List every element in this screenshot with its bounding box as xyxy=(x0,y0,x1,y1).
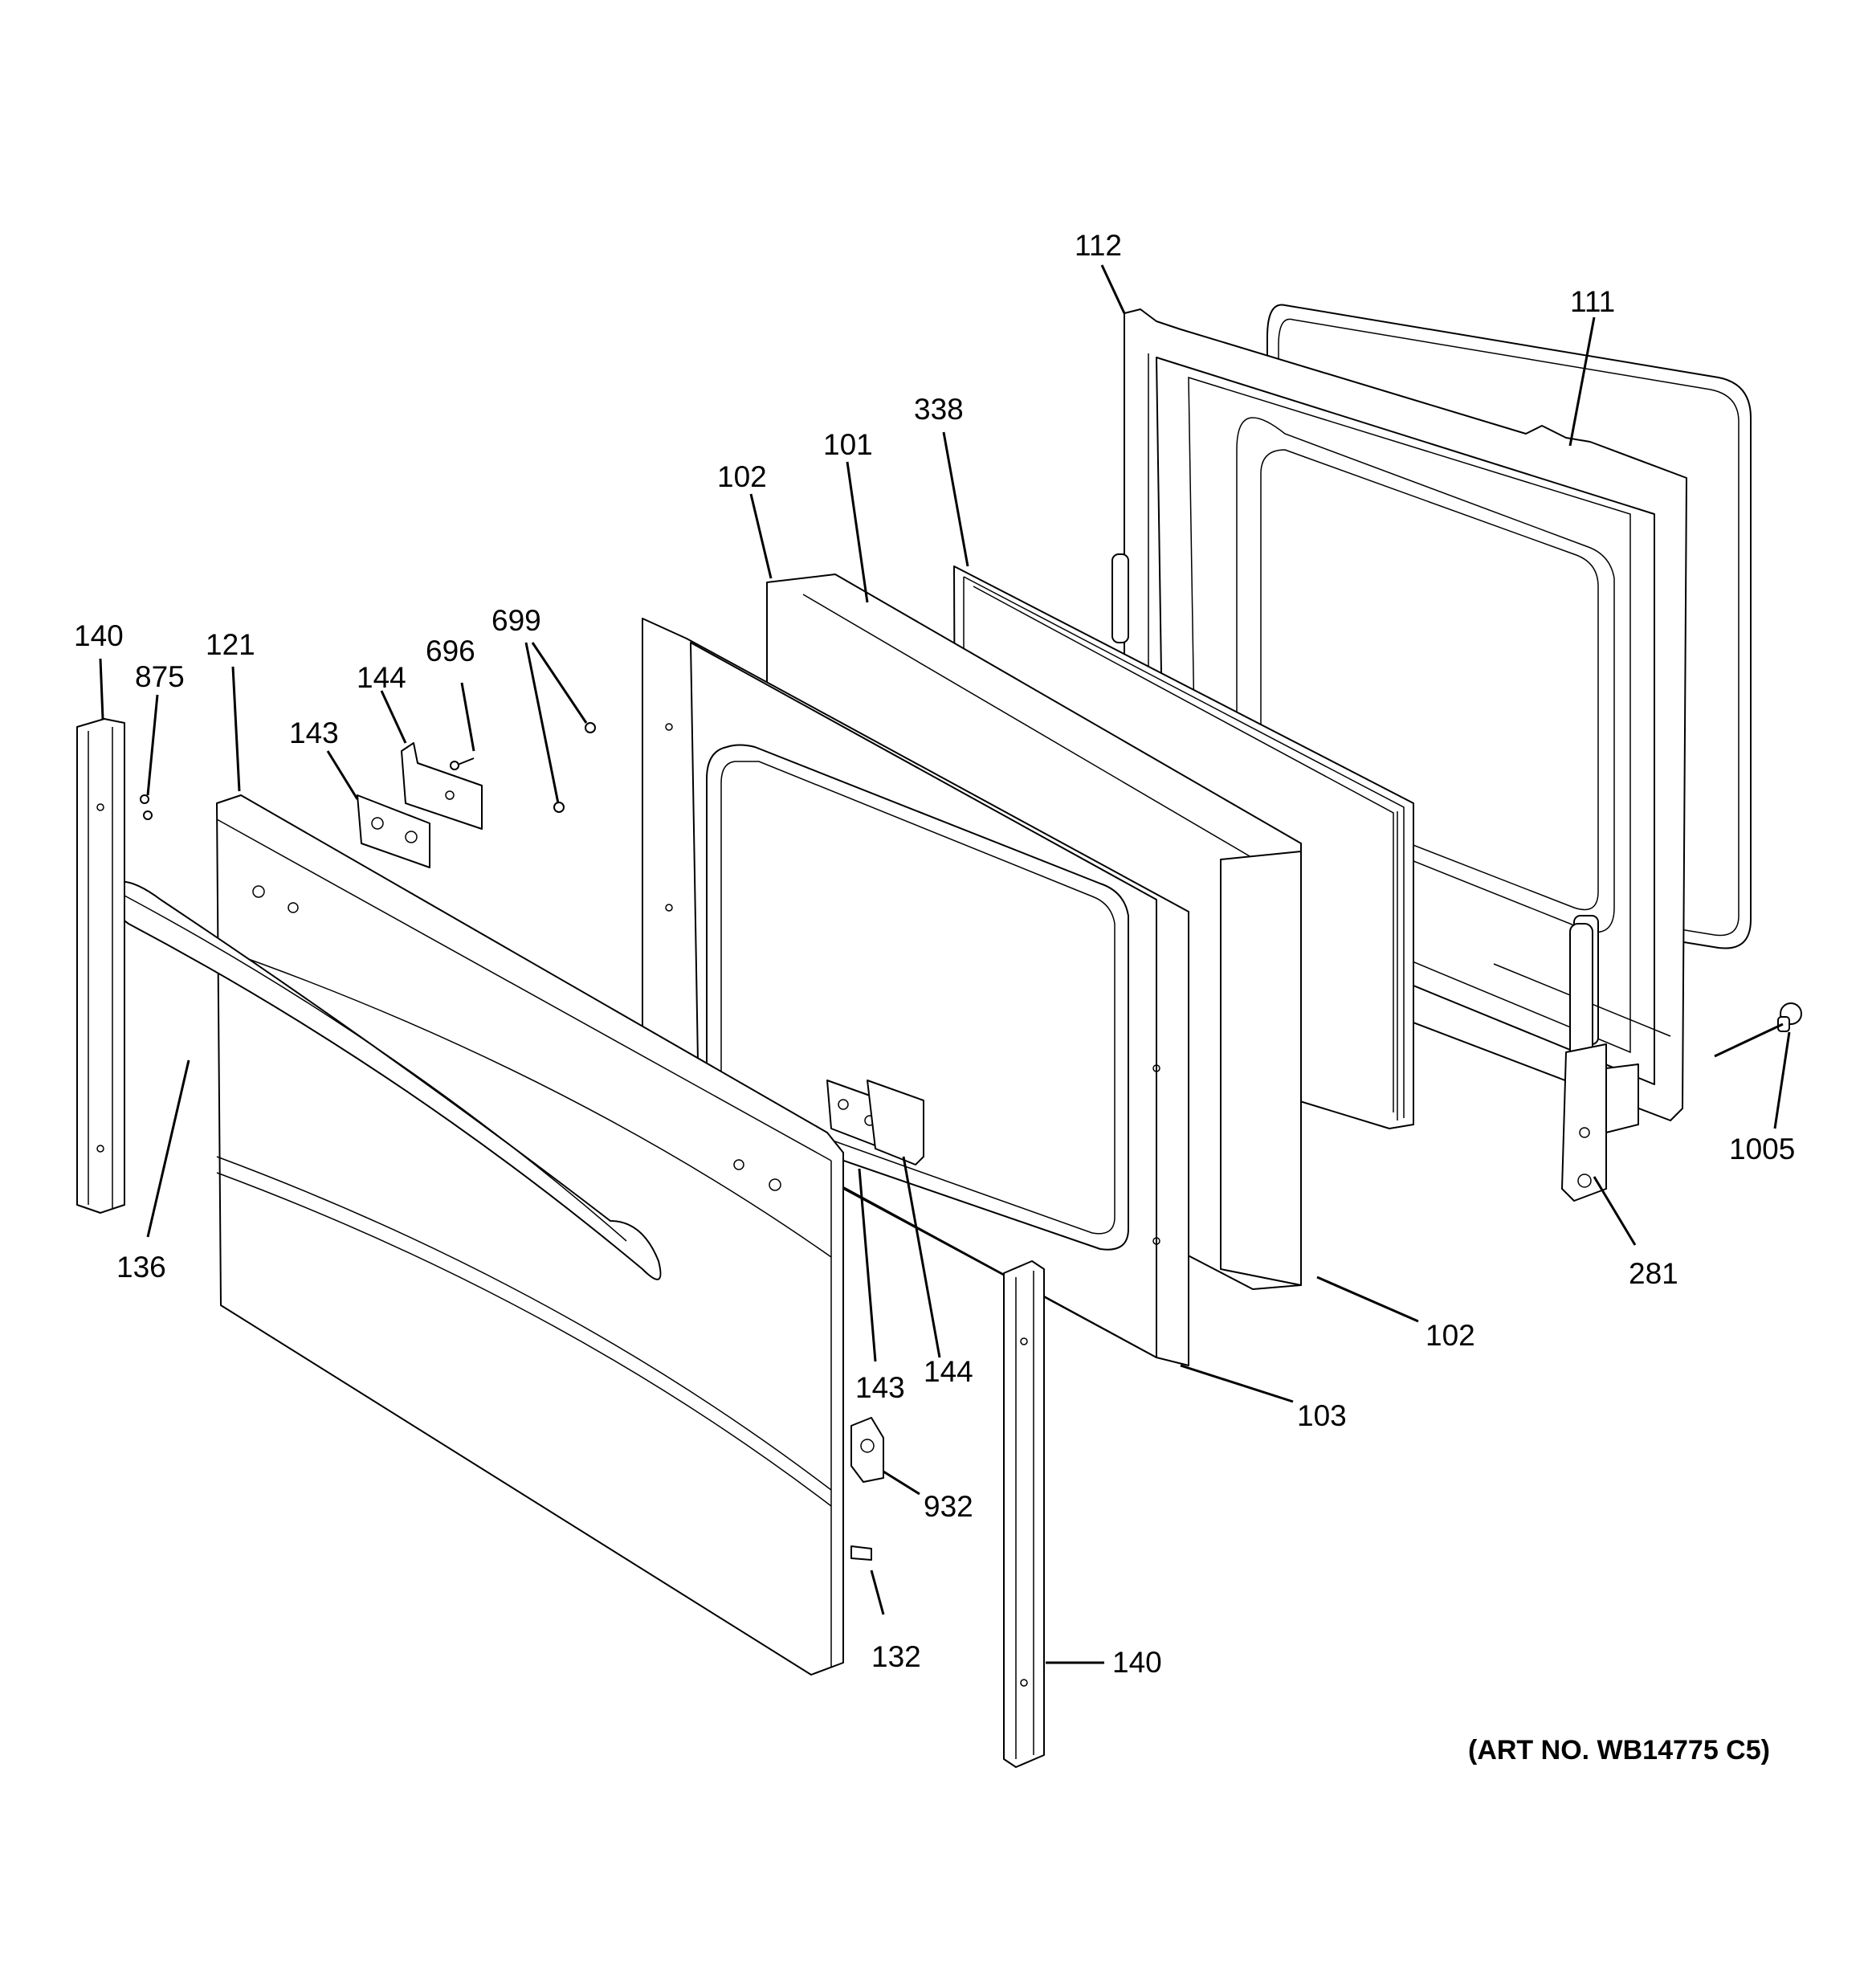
callout-143-bottom: 143 xyxy=(855,1371,905,1404)
callout-1005: 1005 xyxy=(1729,1133,1795,1165)
callout-102-bottom: 102 xyxy=(1425,1319,1475,1352)
callout-101: 101 xyxy=(823,428,873,461)
bracket-144-bottom xyxy=(867,1080,924,1165)
callout-140-bottom: 140 xyxy=(1112,1646,1162,1679)
callout-696: 696 xyxy=(426,635,475,667)
screw-699-upper xyxy=(585,722,596,733)
callout-136: 136 xyxy=(116,1251,166,1284)
screw-875-upper xyxy=(140,794,149,804)
callout-102-top: 102 xyxy=(717,460,767,493)
leader-lines xyxy=(99,264,1791,1664)
callout-699: 699 xyxy=(491,604,541,637)
callout-132: 132 xyxy=(871,1640,921,1673)
callout-932: 932 xyxy=(924,1490,973,1523)
callout-875: 875 xyxy=(135,660,185,693)
screw-696 xyxy=(450,757,475,770)
inner-door-panel-103 xyxy=(642,618,1189,1366)
callout-121: 121 xyxy=(206,628,255,661)
callout-103: 103 xyxy=(1297,1399,1347,1432)
art-number: (ART NO. WB14775 C5) xyxy=(1468,1735,1770,1766)
callout-labels: 112 111 338 101 102 699 696 144 143 140 … xyxy=(74,229,1795,1679)
callout-143-top: 143 xyxy=(289,716,339,749)
side-trim-140-left xyxy=(76,718,125,1214)
callout-338: 338 xyxy=(914,393,964,426)
callout-144-top: 144 xyxy=(357,661,406,694)
hinge-281 xyxy=(1561,923,1639,1202)
outer-door-panel-121 xyxy=(216,794,844,1676)
bracket-143-top xyxy=(357,794,430,868)
callout-112: 112 xyxy=(1075,229,1122,262)
callout-111: 111 xyxy=(1570,285,1615,318)
bracket-144-top xyxy=(401,742,483,830)
screw-1005 xyxy=(1777,1002,1802,1032)
label-132 xyxy=(850,1545,872,1561)
side-trim-140-bottom xyxy=(1003,1260,1045,1768)
callout-281: 281 xyxy=(1629,1257,1678,1290)
screw-875-lower xyxy=(143,810,153,820)
screw-699-lower xyxy=(553,802,565,813)
callout-140-left: 140 xyxy=(74,619,124,652)
callout-144-bottom: 144 xyxy=(924,1355,973,1388)
clip-932 xyxy=(850,1417,884,1483)
door-handle-136 xyxy=(108,880,662,1280)
